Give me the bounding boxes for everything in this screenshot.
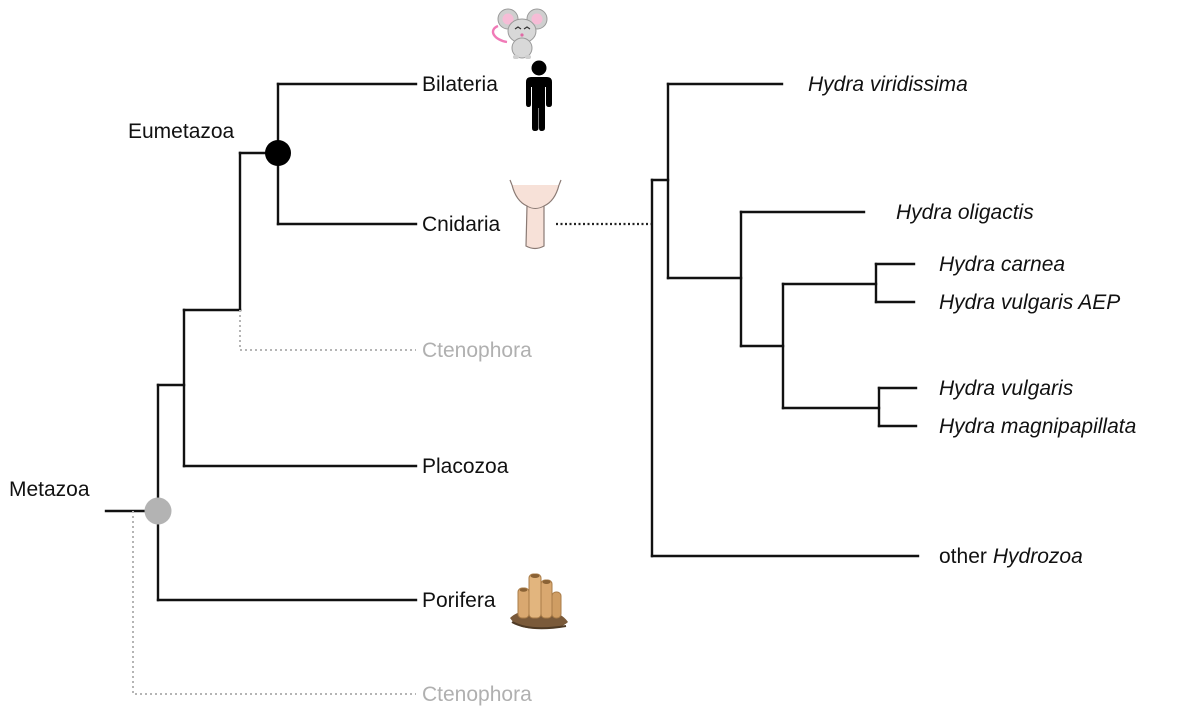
- placozoa-label: Placozoa: [422, 455, 509, 478]
- sponge-icon: [510, 573, 568, 630]
- metazoa-tree: Metazoa Eumetazoa Bilateria Cnidaria Cte…: [9, 73, 532, 706]
- eumetazoa-label: Eumetazoa: [128, 120, 235, 143]
- cnidaria-label: Cnidaria: [422, 213, 501, 236]
- hydra-tree: Hydra viridissima Hydra oligactis Hydra …: [650, 73, 1136, 568]
- ctenophora-upper-label: Ctenophora: [422, 339, 532, 362]
- other-hydrozoa-label: other Hydrozoa: [939, 545, 1083, 568]
- vulgaris-label: Hydra vulgaris: [939, 377, 1074, 400]
- eumetazoa-node: [265, 140, 291, 166]
- ctenophora-upper-branch: [239, 310, 416, 351]
- hydra-polyp-icon: [509, 179, 562, 250]
- other-prefix: other: [939, 545, 987, 568]
- ctenophora-lower-branch: [132, 511, 416, 695]
- carnea-label: Hydra carnea: [939, 253, 1065, 276]
- metazoa-label: Metazoa: [9, 478, 90, 501]
- ctenophora-lower-label: Ctenophora: [422, 683, 532, 706]
- mouse-icon: [491, 8, 548, 59]
- hydrozoa-taxon: Hydrozoa: [993, 545, 1083, 568]
- viridissima-label: Hydra viridissima: [808, 73, 968, 96]
- magnipapillata-label: Hydra magnipapillata: [939, 415, 1136, 438]
- human-icon: [526, 60, 552, 131]
- porifera-label: Porifera: [422, 589, 496, 612]
- oligactis-label: Hydra oligactis: [896, 201, 1034, 224]
- metazoa-node: [144, 497, 172, 525]
- vulgaris-aep-label: Hydra vulgaris AEP: [939, 291, 1120, 314]
- bilateria-label: Bilateria: [422, 73, 498, 96]
